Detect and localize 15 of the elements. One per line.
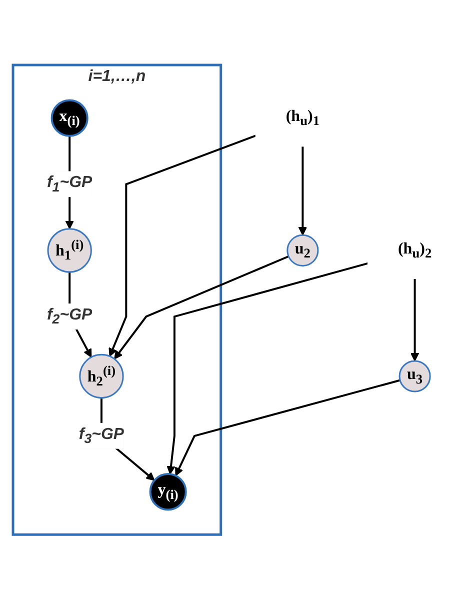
arrow <box>166 262 368 474</box>
arrow <box>410 278 419 362</box>
edge-label: f$_{3}$~GP <box>78 426 124 446</box>
node-circle: x$_{(i)}$ <box>50 98 88 137</box>
arrow <box>108 134 256 356</box>
arrow <box>114 255 289 360</box>
node-circle: u$_{3}$ <box>398 360 431 392</box>
node-text: (h$_{u}$)$_{2}$ <box>398 240 432 260</box>
arrow <box>298 146 307 236</box>
node-circle: y$_{(i)}$ <box>148 472 187 510</box>
edge-label: f$_{2}$~GP <box>46 306 92 326</box>
node-text: (h$_{u}$)$_{1}$ <box>286 108 320 128</box>
arrow <box>174 378 400 476</box>
node-circle: u$_{2}$ <box>286 234 318 266</box>
edge-label: f$_{1}$~GP <box>46 174 92 194</box>
